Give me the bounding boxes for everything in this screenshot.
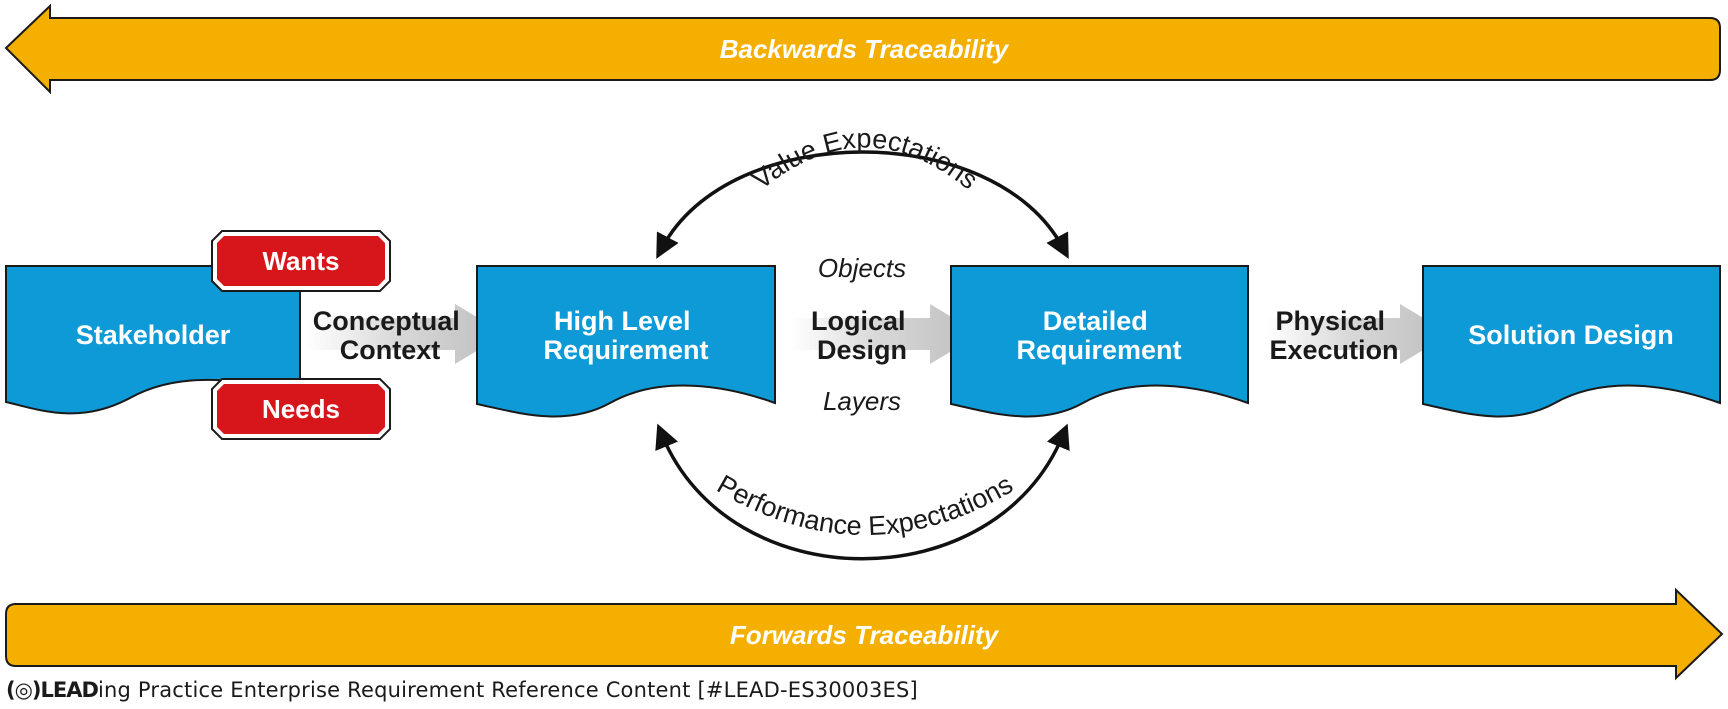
leading-practice-logo: (◎)LEAD (6, 678, 99, 702)
svg-text:Value Expectations: Value Expectations (746, 123, 983, 195)
conceptual-label-line1: Conceptual (313, 306, 460, 336)
svg-text:High Level Requirement: High Level Requirement (543, 306, 708, 365)
physical-label-line1: Physical (1275, 306, 1385, 336)
solution-design-label: Solution Design (1468, 320, 1674, 350)
performance-expectations-arc (655, 423, 1070, 561)
logical-label-line1: Logical (811, 306, 906, 336)
logical-label-line2: Design (817, 335, 907, 365)
stakeholder-box: Stakeholder (5, 265, 301, 415)
svg-text:Logical Design: Logical Design (811, 306, 913, 365)
performance-expectations-label: Performance Expectations (712, 469, 1018, 541)
wants-tag: Wants (211, 230, 391, 292)
physical-execution-arrow (1265, 304, 1450, 364)
value-expectations-arc (656, 150, 1069, 259)
needs-tag: Needs (211, 378, 391, 440)
svg-text:Physical Execution: Physical Execution (1269, 306, 1398, 365)
layers-annotation: Layers (823, 386, 901, 416)
detailed-label-line2: Requirement (1016, 335, 1181, 365)
solution-design-box: Solution Design (1422, 265, 1721, 418)
needs-label: Needs (262, 394, 340, 424)
conceptual-context-arrow (305, 304, 505, 364)
high-level-label-line2: Requirement (543, 335, 708, 365)
wants-label: Wants (262, 246, 339, 276)
objects-annotation: Objects (818, 253, 906, 283)
detailed-requirement-box: Detailed Requirement (950, 265, 1249, 418)
forward-traceability-label: Forwards Traceability (730, 620, 1000, 650)
footer-caption: (◎)LEADing Practice Enterprise Requireme… (6, 678, 918, 702)
svg-text:Conceptual Context: Conceptual Context (313, 306, 468, 365)
backward-traceability-banner: Backwards Traceability (4, 3, 1721, 95)
logical-design-arrow (790, 304, 980, 364)
backward-traceability-label: Backwards Traceability (720, 34, 1010, 64)
stakeholder-label: Stakeholder (76, 320, 231, 350)
value-expectations-label: Value Expectations (746, 123, 983, 195)
svg-text:Detailed Requirement: Detailed Requirement (1016, 306, 1181, 365)
footer-text: ing Practice Enterprise Requirement Refe… (97, 678, 918, 702)
high-level-label-line1: High Level (554, 306, 691, 336)
physical-label-line2: Execution (1269, 335, 1398, 365)
conceptual-label-line2: Context (340, 335, 441, 365)
forward-traceability-banner: Forwards Traceability (5, 587, 1724, 681)
detailed-label-line1: Detailed (1043, 306, 1148, 336)
high-level-requirement-box: High Level Requirement (476, 265, 776, 418)
svg-text:Performance Expectations: Performance Expectations (712, 469, 1018, 541)
